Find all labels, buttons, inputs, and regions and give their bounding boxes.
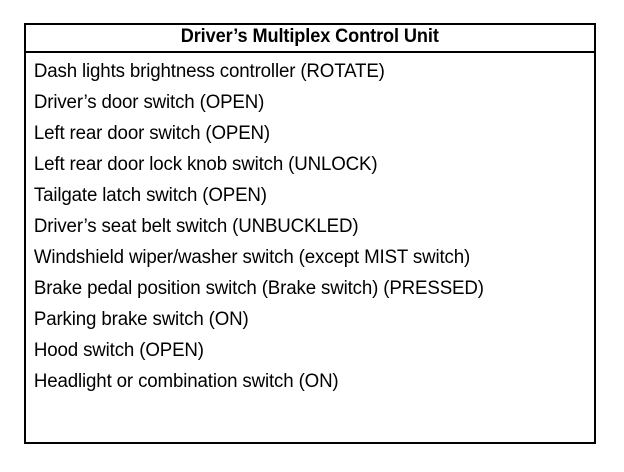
list-item: Brake pedal position switch (Brake switc… bbox=[33, 278, 484, 299]
multiplex-control-unit-table: Driver’s Multiplex Control Unit Dash lig… bbox=[24, 23, 596, 444]
list-item: Tailgate latch switch (OPEN) bbox=[33, 185, 267, 206]
table-body-list: Dash lights brightness controller (ROTAT… bbox=[26, 56, 594, 397]
list-item: Driver’s seat belt switch (UNBUCKLED) bbox=[33, 216, 359, 237]
table-title: Driver’s Multiplex Control Unit bbox=[180, 25, 440, 48]
table-header-row: Driver’s Multiplex Control Unit bbox=[26, 25, 594, 53]
list-item: Hood switch (OPEN) bbox=[33, 340, 204, 361]
list-item: Windshield wiper/washer switch (except M… bbox=[33, 247, 471, 268]
list-item: Parking brake switch (ON) bbox=[33, 309, 249, 330]
list-item: Left rear door switch (OPEN) bbox=[33, 123, 271, 144]
list-item: Dash lights brightness controller (ROTAT… bbox=[33, 61, 385, 82]
list-item: Headlight or combination switch (ON) bbox=[33, 371, 339, 392]
list-item: Left rear door lock knob switch (UNLOCK) bbox=[33, 154, 378, 175]
list-item: Driver’s door switch (OPEN) bbox=[33, 92, 265, 113]
